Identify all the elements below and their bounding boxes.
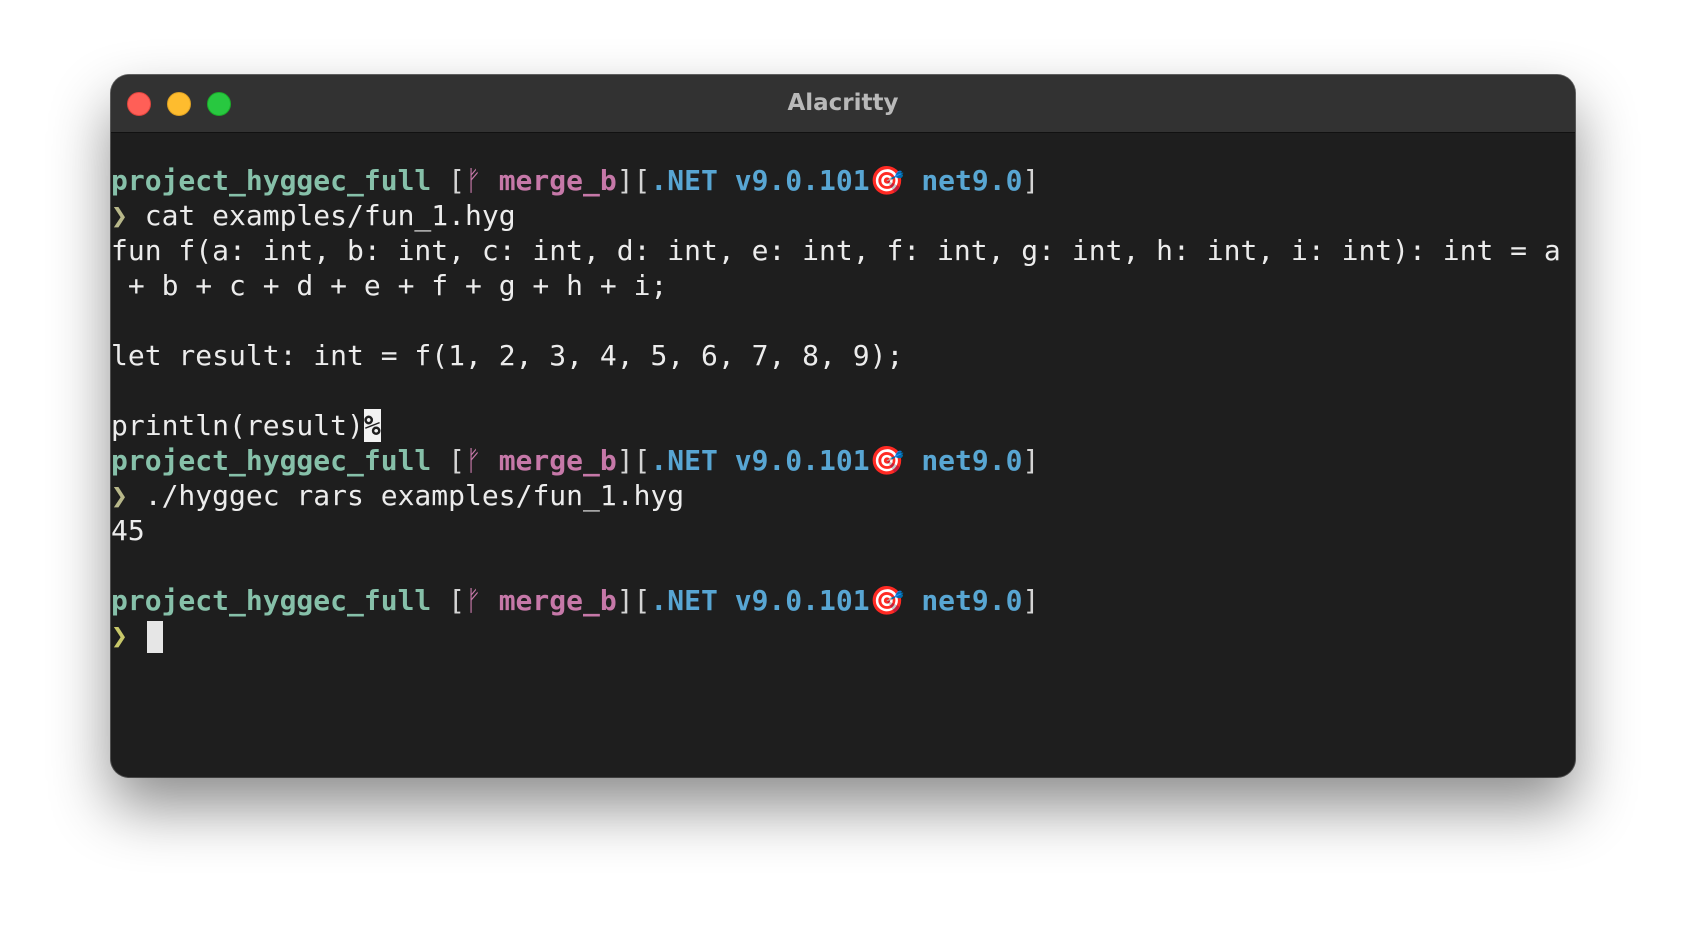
prompt-bracket: ] — [1022, 444, 1040, 477]
target-icon: 🎯 — [869, 164, 905, 197]
prompt-dotnet-version: .NET v9.0.101 — [650, 444, 870, 477]
prompt-chevron-icon: ❯ — [111, 619, 128, 652]
maximize-button[interactable] — [207, 92, 231, 116]
prompt-line: project_hyggec_full [ᚠ merge_b][.NET v9.… — [111, 583, 1575, 618]
prompt-branch: merge_b — [498, 444, 617, 477]
output-line — [111, 303, 1575, 338]
command-text: ./hyggec rars examples/fun_1.hyg — [127, 479, 685, 512]
output-line: let result: int = f(1, 2, 3, 4, 5, 6, 7,… — [111, 339, 904, 372]
output-line: println(result)% — [111, 408, 1575, 443]
prompt-dotnet-version: .NET v9.0.101 — [650, 584, 870, 617]
terminal-window: Alacritty project_hyggec_full [ᚠ merge_b… — [111, 75, 1575, 777]
output-text: println(result) — [111, 409, 364, 442]
prompt-directory: project_hyggec_full — [111, 444, 432, 477]
prompt-directory: project_hyggec_full — [111, 584, 432, 617]
prompt-line: project_hyggec_full [ᚠ merge_b][.NET v9.… — [111, 163, 1575, 198]
prompt-bracket: [ — [448, 584, 466, 617]
output-line: + b + c + d + e + f + g + h + i; — [111, 269, 668, 302]
prompt-bracket: ][ — [616, 444, 651, 477]
git-branch-icon: ᚠ — [465, 164, 482, 197]
title-bar: Alacritty — [111, 75, 1575, 133]
prompt-bracket: ][ — [616, 164, 651, 197]
output-line: fun f(a: int, b: int, c: int, d: int, e:… — [111, 234, 1561, 267]
git-branch-icon: ᚠ — [465, 444, 482, 477]
command-text: cat examples/fun_1.hyg — [127, 199, 516, 232]
close-button[interactable] — [127, 92, 151, 116]
prompt-branch: merge_b — [498, 164, 617, 197]
target-icon: 🎯 — [869, 444, 905, 477]
prompt-bracket: ] — [1022, 164, 1040, 197]
prompt-framework: net9.0 — [921, 584, 1023, 617]
prompt-bracket: ] — [1022, 584, 1040, 617]
prompt-dotnet-version: .NET v9.0.101 — [650, 164, 870, 197]
output-line: 45 — [111, 514, 145, 547]
prompt-bracket: ][ — [616, 584, 651, 617]
output-line — [111, 373, 1575, 408]
prompt-bracket: [ — [448, 164, 466, 197]
eof-marker: % — [363, 409, 381, 442]
minimize-button[interactable] — [167, 92, 191, 116]
terminal-content[interactable]: project_hyggec_full [ᚠ merge_b][.NET v9.… — [111, 163, 1575, 777]
prompt-directory: project_hyggec_full — [111, 164, 432, 197]
window-title: Alacritty — [787, 90, 899, 116]
prompt-bracket: [ — [448, 444, 466, 477]
prompt-chevron-icon: ❯ — [111, 479, 128, 512]
prompt-framework: net9.0 — [921, 444, 1023, 477]
prompt-framework: net9.0 — [921, 164, 1023, 197]
command-line: ❯ ./hyggec rars examples/fun_1.hyg — [111, 478, 1575, 513]
command-line: ❯ cat examples/fun_1.hyg — [111, 198, 1575, 233]
git-branch-icon: ᚠ — [465, 584, 482, 617]
target-icon: 🎯 — [869, 584, 905, 617]
text-cursor — [146, 620, 163, 653]
blank-line — [111, 548, 1575, 583]
prompt-line: project_hyggec_full [ᚠ merge_b][.NET v9.… — [111, 443, 1575, 478]
prompt-chevron-icon: ❯ — [111, 199, 128, 232]
prompt-branch: merge_b — [498, 584, 617, 617]
command-line[interactable]: ❯ — [111, 618, 1575, 653]
